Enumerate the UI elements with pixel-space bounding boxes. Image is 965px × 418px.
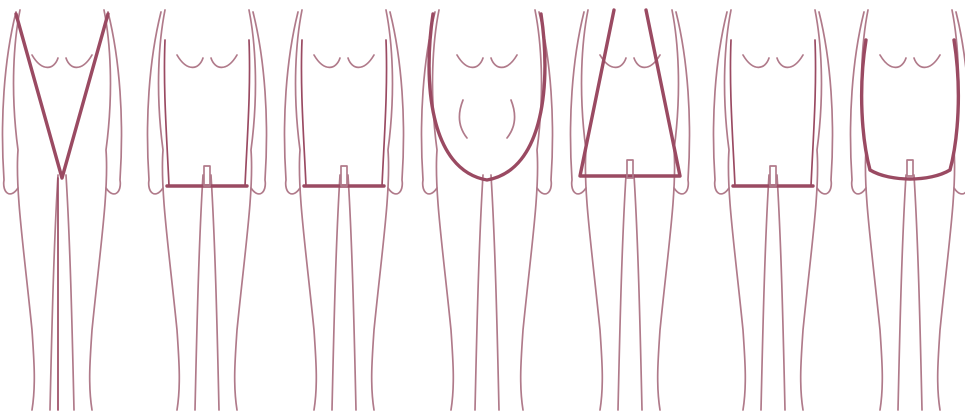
shape-marker-sides <box>164 40 249 186</box>
body-outline-right <box>372 10 393 410</box>
body-outline-right <box>658 10 679 410</box>
inner-leg-right <box>491 175 499 410</box>
inner-leg-right <box>914 175 922 410</box>
inner-leg-left <box>195 175 203 410</box>
figure-1 <box>3 10 122 410</box>
inner-leg-right <box>777 175 785 410</box>
crotch-gap <box>770 166 776 186</box>
chest-line <box>177 55 237 67</box>
body-outline-left <box>582 10 603 410</box>
inner-leg-left <box>475 175 483 410</box>
inner-leg-right <box>66 175 74 410</box>
inner-leg-left <box>761 175 769 410</box>
chest-line <box>880 55 940 67</box>
body-outline-left <box>862 10 883 410</box>
body-outline-right <box>235 10 256 410</box>
inner-leg-left <box>898 175 906 410</box>
shape-marker-sides <box>730 40 815 186</box>
inner-leg-left <box>618 175 626 410</box>
figure-4 <box>422 10 553 410</box>
figure-3 <box>285 10 404 410</box>
chest-line <box>600 55 660 67</box>
body-outline-right <box>938 10 959 410</box>
body-outline-right <box>801 10 822 410</box>
figure-7 <box>851 10 965 410</box>
inner-leg-left <box>332 175 340 410</box>
chest-line <box>457 55 517 67</box>
chest-line <box>32 55 92 67</box>
chest-line <box>314 55 374 67</box>
figure-2 <box>148 10 267 410</box>
shape-marker-hourglass <box>862 40 959 179</box>
inner-leg-right <box>634 175 642 410</box>
body-outline-right <box>521 10 542 410</box>
shape-marker-v <box>16 14 108 178</box>
body-outline-left <box>433 10 454 410</box>
inner-leg-left <box>50 175 58 410</box>
chest-line <box>743 55 803 67</box>
shape-marker-triangle <box>580 10 680 176</box>
belly-lines <box>460 100 515 138</box>
body-outline-left <box>296 10 317 410</box>
figure-5 <box>571 10 690 410</box>
shape-marker-apple <box>429 14 545 180</box>
body-outline-left <box>725 10 746 410</box>
crotch-gap <box>341 166 347 186</box>
body-outline-left <box>159 10 180 410</box>
crotch-gap <box>907 160 913 176</box>
inner-leg-right <box>211 175 219 410</box>
crotch-gap <box>204 166 210 186</box>
figure-6 <box>714 10 833 410</box>
inner-leg-right <box>348 175 356 410</box>
shape-marker-sides <box>301 40 386 186</box>
